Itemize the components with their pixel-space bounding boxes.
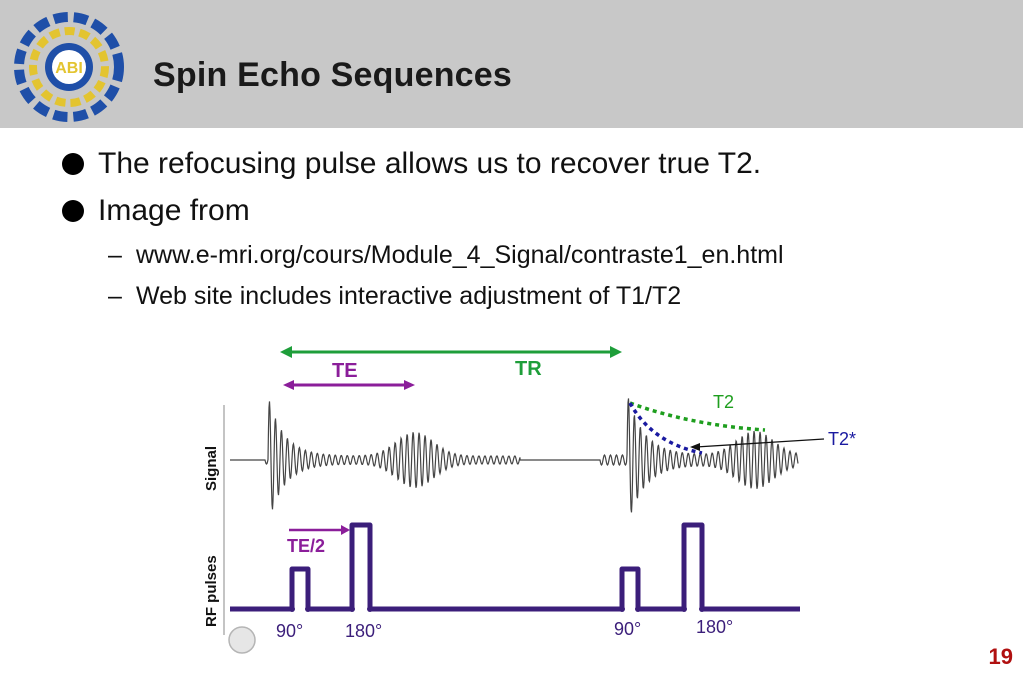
slide-header: ABI Spin Echo Sequences [0,0,1023,128]
te-label: TE [332,360,358,382]
rf-pulse-markers [289,606,705,612]
sub-bullet-2: –Web site includes interactive adjustmen… [108,282,681,311]
logo-text: ABI [55,60,83,77]
abi-logo: ABI [14,12,124,122]
rf-axis-label: RF pulses [203,555,220,627]
t2star-pointer-head [690,443,700,451]
signal-axis-label: Signal [203,446,220,491]
t2star-label: T2* [828,429,856,449]
spin-echo-diagram: TR TE Signal RF pulses T2 T2* TE/2 90° 1… [203,346,856,654]
rf-pulse-train [230,522,800,612]
tr-arrow [280,346,622,358]
bullet-dot [62,200,84,222]
pulse-180-label-1: 180° [345,621,382,641]
pulse-90-label-1: 90° [276,621,303,641]
sub-bullet-dash: – [108,241,122,269]
sub-bullet-2-text: Web site includes interactive adjustment… [136,282,682,310]
sub-bullet-1: –www.e-mri.org/cours/Module_4_Signal/con… [108,241,784,270]
bullet-1: The refocusing pulse allows us to recove… [62,147,761,181]
emblem-icon [228,626,256,654]
sub-bullet-dash: – [108,282,122,310]
bullet-2: Image from [62,194,250,228]
tr-label: TR [515,358,542,380]
t2star-pointer [695,438,825,448]
te-half-label: TE/2 [287,536,325,556]
page-number: 19 [988,644,1013,669]
te-arrow [283,380,415,390]
signal-trace [230,398,799,513]
bullet-dot [62,153,84,175]
te-half-arrow [289,525,350,535]
pulse-90-label-2: 90° [614,619,641,639]
bullet-2-text: Image from [98,194,250,227]
t2-label: T2 [713,392,734,412]
t2star-decay-curve [628,402,703,455]
slide-title: Spin Echo Sequences [153,56,513,94]
pulse-180-label-2: 180° [696,617,733,637]
sub-bullet-1-text: www.e-mri.org/cours/Module_4_Signal/cont… [136,241,784,269]
bullet-1-text: The refocusing pulse allows us to recove… [98,147,762,180]
t2-decay-curve [629,401,766,432]
